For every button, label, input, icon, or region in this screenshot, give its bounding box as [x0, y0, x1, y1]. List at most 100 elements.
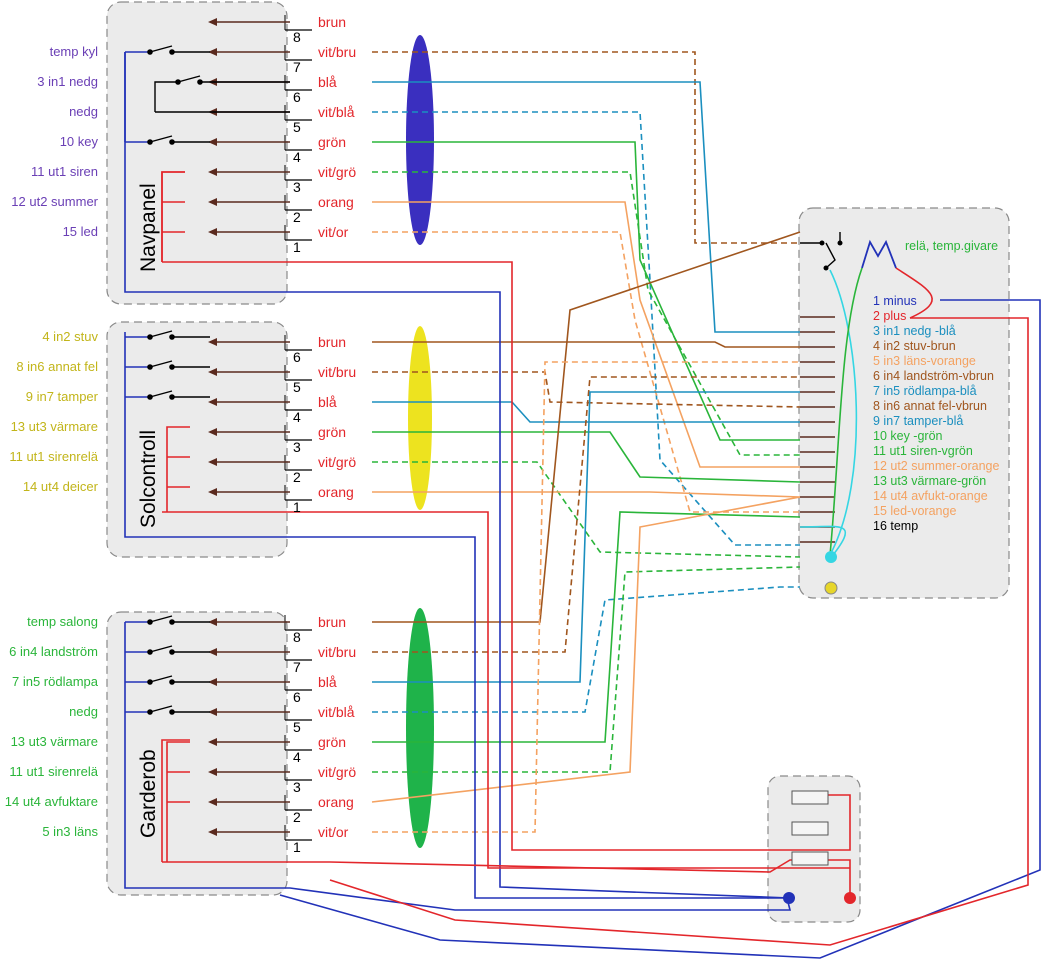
navpanel-cable-bundle — [406, 35, 434, 245]
signal-label: 13 ut3 värmare — [11, 419, 98, 434]
terminal-item-label: 11 ut1 siren-vgrön — [873, 444, 973, 458]
signal-label: 11 ut1 siren — [31, 164, 98, 179]
pin-number: 2 — [293, 809, 301, 825]
wire-color-label: blå — [318, 74, 337, 90]
red-feed — [166, 741, 190, 862]
signal-label: temp kyl — [50, 44, 99, 59]
terminal-item-label: 16 temp — [873, 519, 918, 533]
pin-number: 3 — [293, 179, 301, 195]
arrow-head — [208, 198, 217, 206]
arrow-head — [208, 738, 217, 746]
terminal-item-label: 14 ut4 avfukt-orange — [873, 489, 988, 503]
signal-label: 12 ut2 summer — [11, 194, 98, 209]
arrow-head — [208, 828, 217, 836]
pin-number: 8 — [293, 29, 301, 45]
arrow-head — [208, 48, 217, 56]
signal-label: 6 in4 landström — [9, 644, 98, 659]
switch-blade — [149, 390, 173, 398]
wire-color-label: brun — [318, 614, 346, 630]
arrow-head — [208, 428, 217, 436]
plus-terminal — [844, 892, 856, 904]
signal-label: 9 in7 tamper — [26, 389, 99, 404]
terminal-item-label: 7 in5 rödlampa-blå — [873, 384, 977, 398]
fuse-box — [767, 775, 861, 923]
red-feed — [161, 171, 185, 262]
pin-number: 1 — [293, 239, 301, 255]
arrow-head — [208, 458, 217, 466]
wire-color-label: vit/bru — [318, 44, 356, 60]
terminal-item-label: 10 key -grön — [873, 429, 943, 443]
fuse-2 — [791, 821, 829, 836]
switch-blade — [149, 360, 173, 368]
arrow-head — [208, 798, 217, 806]
garderob-block: 8brun7vit/bru6blå5vit/blå4grön3vit/grö2o… — [5, 614, 356, 862]
wire-color-label: brun — [318, 334, 346, 350]
wire-color-label: vit/or — [318, 224, 349, 240]
wire-color-label: vit/blå — [318, 104, 355, 120]
signal-label: 11 ut1 sirenrelä — [9, 449, 98, 464]
pin-number: 8 — [293, 629, 301, 645]
pin-number: 4 — [293, 409, 301, 425]
wire-color-label: vit/grö — [318, 764, 356, 780]
wire-color-label: blå — [318, 394, 337, 410]
fuses — [791, 790, 829, 866]
olive-junction — [824, 581, 838, 595]
terminal-item-label: 4 in2 stuv-brun — [873, 339, 956, 353]
cyan-junction — [825, 551, 837, 563]
arrow-head — [208, 228, 217, 236]
signal-label: nedg — [69, 104, 98, 119]
terminal-item-label: 9 in7 tamper-blå — [873, 414, 963, 428]
solcontroll-title: Solcontroll — [137, 430, 160, 528]
signal-label: 10 key — [60, 134, 99, 149]
arrow-head — [208, 768, 217, 776]
terminal-item-label: 15 led-vorange — [873, 504, 956, 518]
signal-label: 15 led — [63, 224, 98, 239]
switch-blade — [149, 705, 173, 713]
pin-number: 2 — [293, 469, 301, 485]
signal-label: temp salong — [27, 614, 98, 629]
terminal-item-label: 6 in4 landström-vbrun — [873, 369, 994, 383]
terminal-item-label: 2 plus — [873, 309, 906, 323]
pin-number: 5 — [293, 119, 301, 135]
pin-number: 6 — [293, 689, 301, 705]
arrow-head — [208, 18, 217, 26]
garderob-title: Garderob — [137, 749, 160, 838]
power-wires — [124, 52, 1041, 959]
switch-blade — [149, 45, 173, 53]
signal-label: 3 in1 nedg — [37, 74, 98, 89]
switch-blade — [149, 675, 173, 683]
terminal-box — [798, 207, 1010, 599]
wire-color-label: orang — [318, 794, 354, 810]
switch-blade — [149, 330, 173, 338]
red-feed — [166, 426, 190, 512]
signal-label: nedg — [69, 704, 98, 719]
temp-sensor-green-wire — [829, 267, 863, 556]
relay-red-loop — [895, 267, 933, 319]
signal-label: 7 in5 rödlampa — [12, 674, 99, 689]
wires — [371, 51, 801, 833]
terminal-item-label: 12 ut2 summer-orange — [873, 459, 1000, 473]
pin-number: 1 — [293, 499, 301, 515]
pin-number: 3 — [293, 439, 301, 455]
signal-label: 13 ut3 värmare — [11, 734, 98, 749]
pin-number: 6 — [293, 349, 301, 365]
navpanel-title: Navpanel — [137, 183, 160, 272]
wire-color-label: grön — [318, 134, 346, 150]
arrow-head — [208, 368, 217, 376]
wire-color-label: vit/blå — [318, 704, 355, 720]
wire-color-label: brun — [318, 14, 346, 30]
switch-blade — [177, 75, 201, 83]
temp-cyan-return — [799, 525, 846, 556]
arrow-head — [208, 678, 217, 686]
wire-color-label: grön — [318, 734, 346, 750]
navpanel-box — [106, 1, 288, 305]
relay-contact-1 — [819, 240, 825, 246]
terminal-item-label: 13 ut3 värmare-grön — [873, 474, 986, 488]
pin-number: 7 — [293, 659, 301, 675]
wire-color-label: orang — [318, 484, 354, 500]
relay-contact-2 — [837, 240, 843, 246]
garderob-cable-bundle — [406, 608, 434, 848]
wire-color-label: vit/bru — [318, 644, 356, 660]
